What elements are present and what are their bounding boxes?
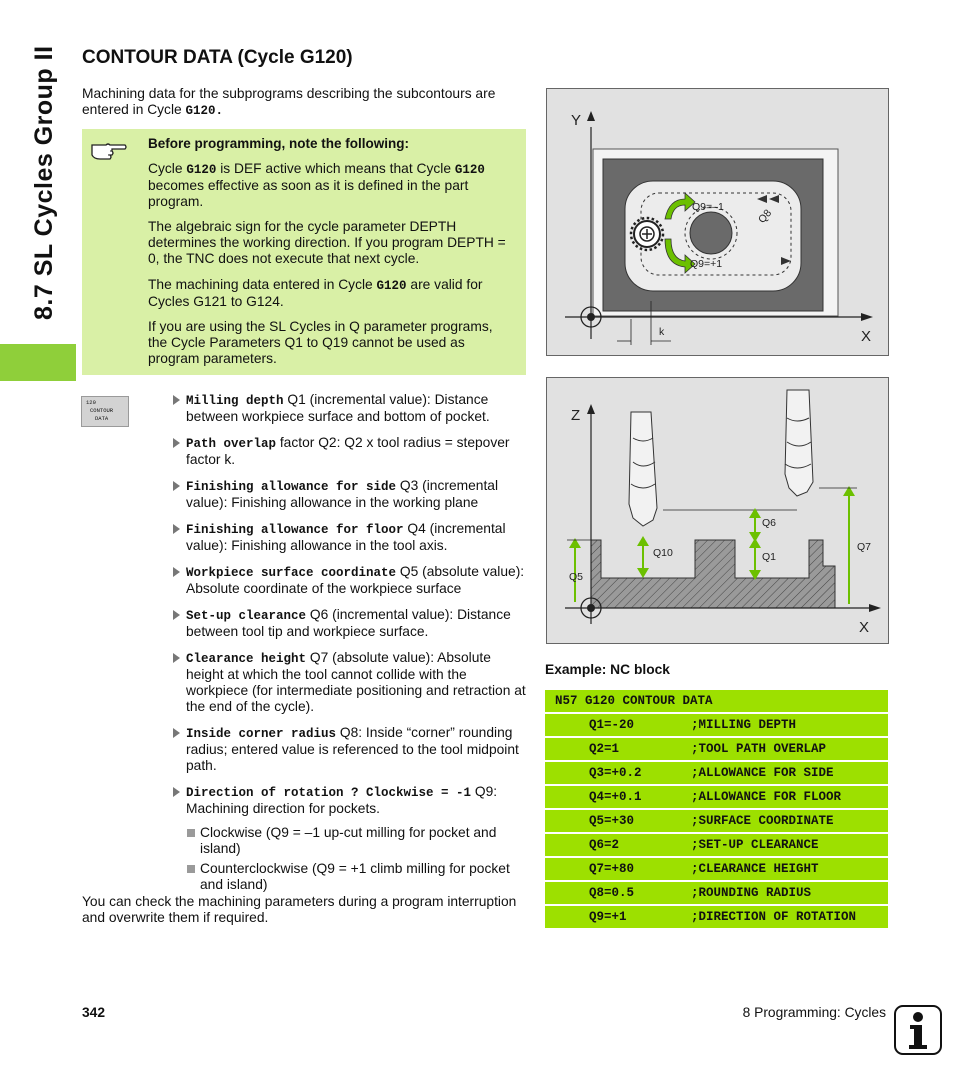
intro-paragraph: Machining data for the subprograms descr…: [82, 86, 527, 119]
side-accent-tab: [0, 344, 76, 381]
param-q4: Finishing allowance for floor Q4 (increm…: [172, 521, 532, 554]
axis-label-z: Z: [571, 407, 580, 424]
label-q1: Q1: [762, 551, 776, 563]
note-paragraph-1: Cycle G120 is DEF active which means tha…: [148, 161, 485, 209]
sub-item-clockwise: Clockwise (Q9 = –1 up-cut milling for po…: [172, 825, 532, 857]
pocket-side-view-figure: Q6 Q10 Q1 Q5 Q7 Z X: [546, 377, 889, 644]
note-paragraph-4: If you are using the SL Cycles in Q para…: [148, 319, 493, 366]
param-q9: Direction of rotation ? Clockwise = -1 Q…: [172, 784, 532, 817]
label-q5: Q5: [569, 571, 583, 583]
page-title: CONTOUR DATA (Cycle G120): [82, 47, 353, 68]
axis-label-x: X: [861, 328, 871, 345]
nc-row: Q7=+80;CLEARANCE HEIGHT: [545, 858, 888, 880]
cycle-softkey: 120 CONTOUR DATA: [81, 396, 129, 427]
param-q2: Path overlap factor Q2: Q2 x tool radius…: [172, 435, 532, 468]
nc-row: Q3=+0.2;ALLOWANCE FOR SIDE: [545, 762, 888, 784]
label-q9-ccw: Q9=+1: [690, 258, 722, 270]
label-q10: Q10: [653, 547, 673, 559]
closing-paragraph: You can check the machining parameters d…: [82, 894, 517, 925]
label-q6: Q6: [762, 517, 776, 529]
pointing-hand-icon: [91, 143, 127, 160]
label-q7: Q7: [857, 541, 871, 553]
intro-text: Machining data for the subprograms descr…: [82, 86, 496, 117]
nc-row: Q5=+30;SURFACE COORDINATE: [545, 810, 888, 832]
label-q9-cw: Q9=–1: [692, 201, 724, 213]
nc-row: Q9=+1;DIRECTION OF ROTATION: [545, 906, 888, 928]
nc-row: N57 G120 CONTOUR DATA: [545, 690, 888, 712]
intro-code: G120.: [185, 104, 224, 118]
nc-row: Q6=2;SET-UP CLEARANCE: [545, 834, 888, 856]
example-title: Example: NC block: [545, 662, 670, 677]
param-q3: Finishing allowance for side Q3 (increme…: [172, 478, 532, 511]
parameter-list: Milling depth Q1 (incremental value): Di…: [172, 392, 532, 897]
info-icon: [894, 1005, 942, 1055]
note-paragraph-3: The machining data entered in Cycle G120…: [148, 277, 483, 309]
nc-row: Q8=0.5;ROUNDING RADIUS: [545, 882, 888, 904]
page-number: 342: [82, 1005, 106, 1020]
nc-row: Q2=1;TOOL PATH OVERLAP: [545, 738, 888, 760]
param-q8: Inside corner radius Q8: Inside “corner”…: [172, 725, 532, 774]
param-q6: Set-up clearance Q6 (incremental value):…: [172, 607, 532, 640]
side-chapter-title: 8.7 SL Cycles Group II: [30, 45, 58, 320]
nc-row: Q4=+0.1;ALLOWANCE FOR FLOOR: [545, 786, 888, 808]
axis-label-x2: X: [859, 619, 869, 636]
label-k: k: [659, 326, 665, 338]
note-heading: Before programming, note the following:: [148, 136, 409, 151]
pocket-top-view-figure: Q9=–1 Q9=+1 Q8 Y X k: [546, 88, 889, 356]
nc-block-table: N57 G120 CONTOUR DATA Q1=-20;MILLING DEP…: [545, 690, 888, 930]
param-q7: Clearance height Q7 (absolute value): Ab…: [172, 650, 532, 715]
note-paragraph-2: The algebraic sign for the cycle paramet…: [148, 219, 506, 266]
note-box: Before programming, note the following: …: [82, 129, 526, 375]
param-q5: Workpiece surface coordinate Q5 (absolut…: [172, 564, 532, 597]
param-q1: Milling depth Q1 (incremental value): Di…: [172, 392, 532, 425]
axis-label-y: Y: [571, 112, 581, 129]
nc-row: Q1=-20;MILLING DEPTH: [545, 714, 888, 736]
sub-item-counterclockwise: Counterclockwise (Q9 = +1 climb milling …: [172, 861, 532, 893]
chapter-name: 8 Programming: Cycles: [742, 1005, 886, 1020]
